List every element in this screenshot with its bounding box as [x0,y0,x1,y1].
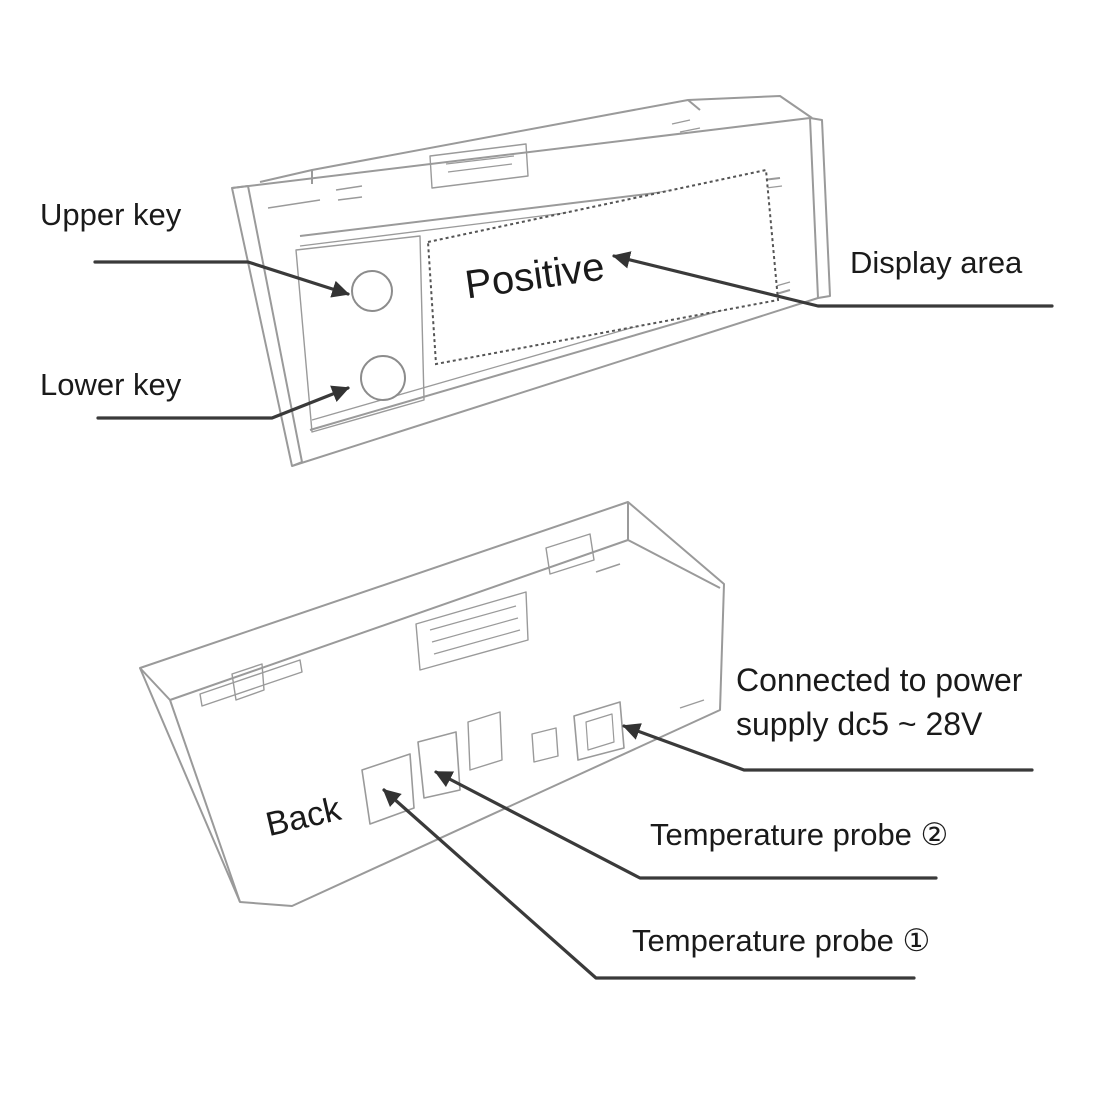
power-label-line-1: Connected to power [736,662,1023,698]
callout-display-area [612,251,1054,308]
probe-2-connector [417,731,461,799]
upper-key-label: Upper key [40,197,182,232]
power-label-line-2: supply dc5 ~ 28V [736,706,983,742]
power-supply-label: Connected to power supply dc5 ~ 28V [736,658,1022,746]
callout-lower-key [96,385,350,420]
temperature-probe-1-label: Temperature probe ① [632,923,931,958]
lower-key-label: Lower key [40,367,182,402]
lower-key-button[interactable] [360,355,406,401]
front-top-housing [259,95,813,183]
back-device-sketch [139,501,725,907]
display-area-label: Display area [850,245,1023,280]
callout-upper-key [93,260,350,298]
callout-probe-1 [382,788,916,980]
callout-probe-2 [434,770,938,880]
display-area-frame [426,168,780,366]
temperature-probe-2-label: Temperature probe ② [650,817,949,852]
upper-key-button[interactable] [351,270,393,312]
callout-lines [93,251,1054,980]
power-connector [573,701,625,761]
callout-power [622,723,1034,772]
back-face-outline [139,501,725,907]
probe-1-connector [361,753,415,825]
